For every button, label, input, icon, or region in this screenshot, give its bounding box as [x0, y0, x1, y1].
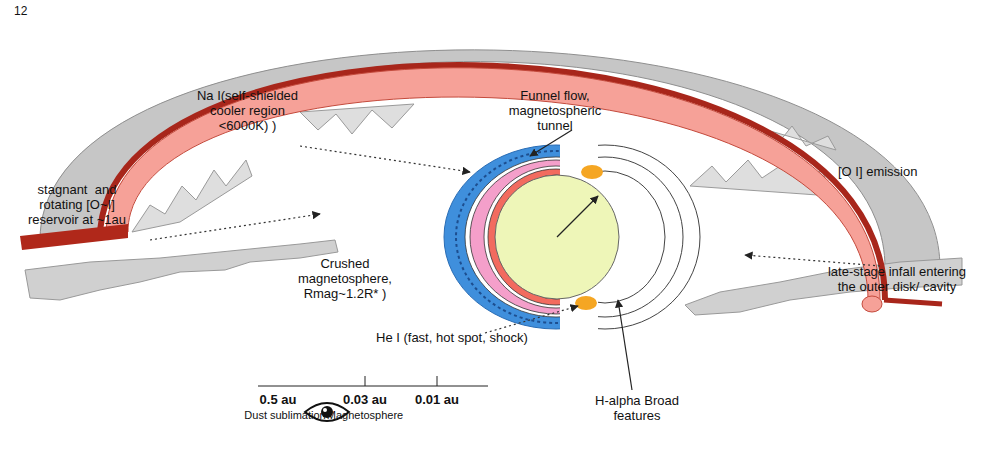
annotation-label: [O I] emission: [838, 164, 958, 179]
disk: [25, 240, 338, 300]
scale-caption: Magnetosphere: [318, 408, 412, 423]
oi-band-end: [862, 296, 882, 312]
leader-arrow: [300, 146, 470, 172]
annotation-label: Funnel flow, magnetospheric tunnel: [500, 88, 610, 133]
scale-value: 0.5 au: [248, 392, 308, 407]
oi-reservoir-bar: [20, 224, 128, 250]
annotation-label: H-alpha Broad features: [594, 393, 680, 423]
na-layer: [470, 160, 560, 314]
hot-spot: [575, 296, 597, 310]
annotation-label: He I (fast, hot spot, shock): [376, 330, 566, 345]
radius-arrow: [557, 196, 598, 237]
leader-arrow: [485, 306, 578, 333]
annotation-label: late-stage infall entering the outer dis…: [822, 264, 972, 294]
scale-value: 0.01 au: [402, 392, 472, 407]
magnetosphere-boundary: [456, 151, 560, 323]
gap-layer: [465, 157, 560, 317]
funnel-layer: [488, 169, 560, 305]
gap-layer: [484, 166, 560, 308]
leader-arrow: [530, 130, 572, 156]
leader-arrow: [150, 214, 320, 240]
scale-axis: [258, 386, 488, 387]
annotation-label: stagnant and rotating [O~I] reservoir at…: [18, 182, 136, 227]
annotation-label: Crushed magnetosphere, Rmag~1.2R* ): [290, 256, 400, 301]
magnetosphere-band: [444, 145, 560, 329]
scale-tick: [365, 376, 437, 386]
oi-band-edge: [884, 300, 942, 304]
star: [495, 175, 619, 299]
leader-arrow: [618, 300, 632, 390]
hot-spot: [581, 165, 603, 179]
scale-value: 0.03 au: [330, 392, 400, 407]
page-number: 12: [14, 4, 54, 19]
scale-caption: Dust sublimation: [238, 408, 332, 423]
annotation-label: Na I(self-shielded cooler region <6000K)…: [185, 88, 310, 133]
